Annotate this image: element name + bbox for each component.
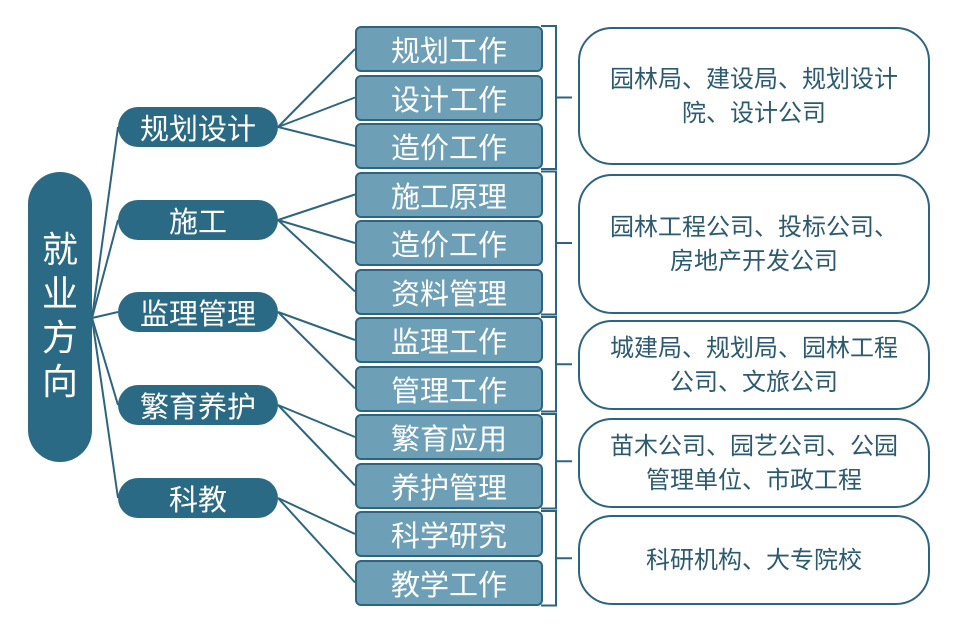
category-to-sub-line	[277, 126, 356, 147]
category-node: 监理管理	[118, 292, 278, 332]
category-to-sub-line	[277, 404, 356, 487]
subcategory-node: 设计工作	[355, 74, 543, 121]
employer-box: 园林局、建设局、规划设计院、设计公司	[578, 27, 930, 165]
category-to-sub-line	[277, 219, 356, 293]
bracket	[541, 413, 557, 510]
category-to-sub-line	[277, 311, 356, 341]
category-to-sub-line	[277, 497, 356, 584]
category-to-sub-line	[277, 48, 356, 128]
subcategory-node: 造价工作	[355, 220, 543, 266]
category-to-sub-line	[277, 311, 356, 390]
root-to-category-line	[91, 311, 119, 319]
category-to-sub-line	[277, 497, 356, 535]
subcategory-node: 资料管理	[355, 268, 543, 315]
subcategory-node: 养护管理	[355, 462, 543, 509]
subcategory-node: 管理工作	[355, 365, 543, 412]
category-to-sub-line	[277, 193, 356, 221]
category-to-sub-line	[277, 96, 356, 128]
category-node: 繁育养护	[118, 385, 278, 425]
root-to-category-line	[91, 317, 119, 406]
bracket	[541, 316, 557, 413]
root-node: 就业方向	[28, 172, 92, 462]
root-label: 就业方向	[41, 230, 78, 403]
subcategory-node: 教学工作	[355, 559, 543, 606]
employer-box: 苗木公司、园艺公司、公园管理单位、市政工程	[578, 418, 930, 508]
root-to-category-line	[91, 126, 119, 319]
category-to-sub-line	[277, 219, 356, 244]
subcategory-node: 监理工作	[355, 317, 543, 363]
category-node: 施工	[118, 200, 278, 240]
subcategory-node: 科学研究	[355, 511, 543, 557]
root-to-category-line	[91, 219, 119, 319]
category-node: 规划设计	[118, 107, 278, 147]
employer-box: 城建局、规划局、园林工程公司、文旅公司	[578, 320, 930, 410]
category-to-sub-line	[277, 404, 356, 438]
bracket	[541, 170, 557, 316]
bracket	[541, 510, 557, 607]
subcategory-node: 繁育应用	[355, 414, 543, 460]
bracket	[541, 25, 557, 170]
subcategory-node: 造价工作	[355, 123, 543, 169]
subcategory-node: 规划工作	[355, 26, 543, 72]
subcategory-node: 施工原理	[355, 171, 543, 218]
employer-box: 科研机构、大专院校	[578, 515, 930, 605]
employer-box: 园林工程公司、投标公司、房地产开发公司	[578, 174, 930, 314]
category-node: 科教	[118, 478, 278, 518]
root-to-category-line	[91, 317, 119, 499]
